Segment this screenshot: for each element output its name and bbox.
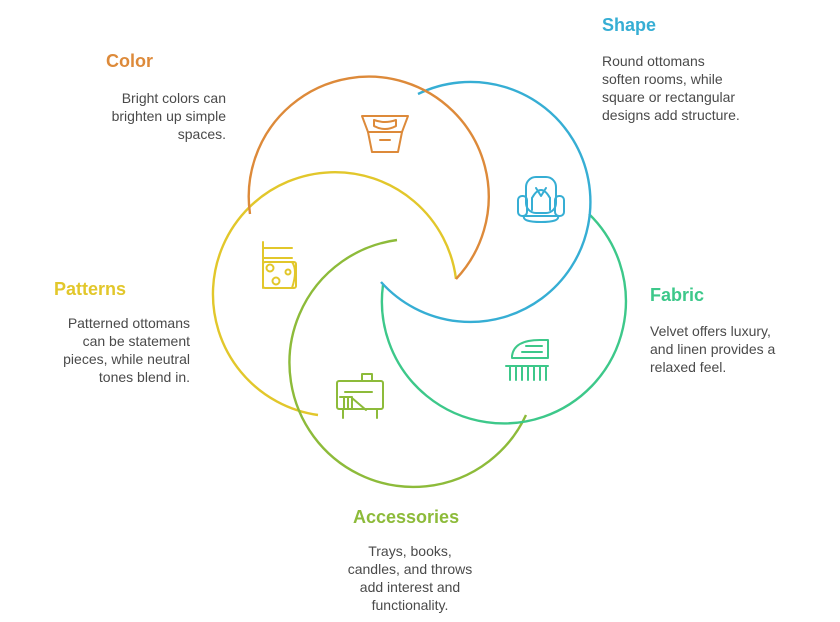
fabric-title: Fabric: [650, 285, 705, 305]
color-arc: [247, 75, 490, 280]
color-title: Color: [106, 51, 153, 71]
shape-arc: [380, 80, 592, 324]
fabric-iron-icon: [505, 339, 549, 381]
fabric-description: Velvet offers luxury, and linen provides…: [650, 323, 776, 375]
basket-icon: [361, 115, 409, 153]
armchair-icon: [517, 176, 565, 223]
accessories-title: Accessories: [353, 507, 460, 527]
patterns-title: Patterns: [54, 279, 127, 299]
shape-title: Shape: [602, 15, 657, 35]
accessories-description: Trays, books, candles, and throws add in…: [347, 543, 473, 613]
patterns-description: Patterned ottomans can be statement piec…: [63, 315, 190, 385]
fabric-arc: [380, 213, 628, 425]
shape-description: Round ottomans soften rooms, while squar…: [602, 53, 740, 123]
tray-cabinet-icon: [336, 373, 384, 419]
accessories-arc: [288, 238, 528, 489]
color-description: Bright colors can brighten up simple spa…: [111, 90, 226, 142]
patterned-ottoman-icon: [262, 241, 297, 289]
